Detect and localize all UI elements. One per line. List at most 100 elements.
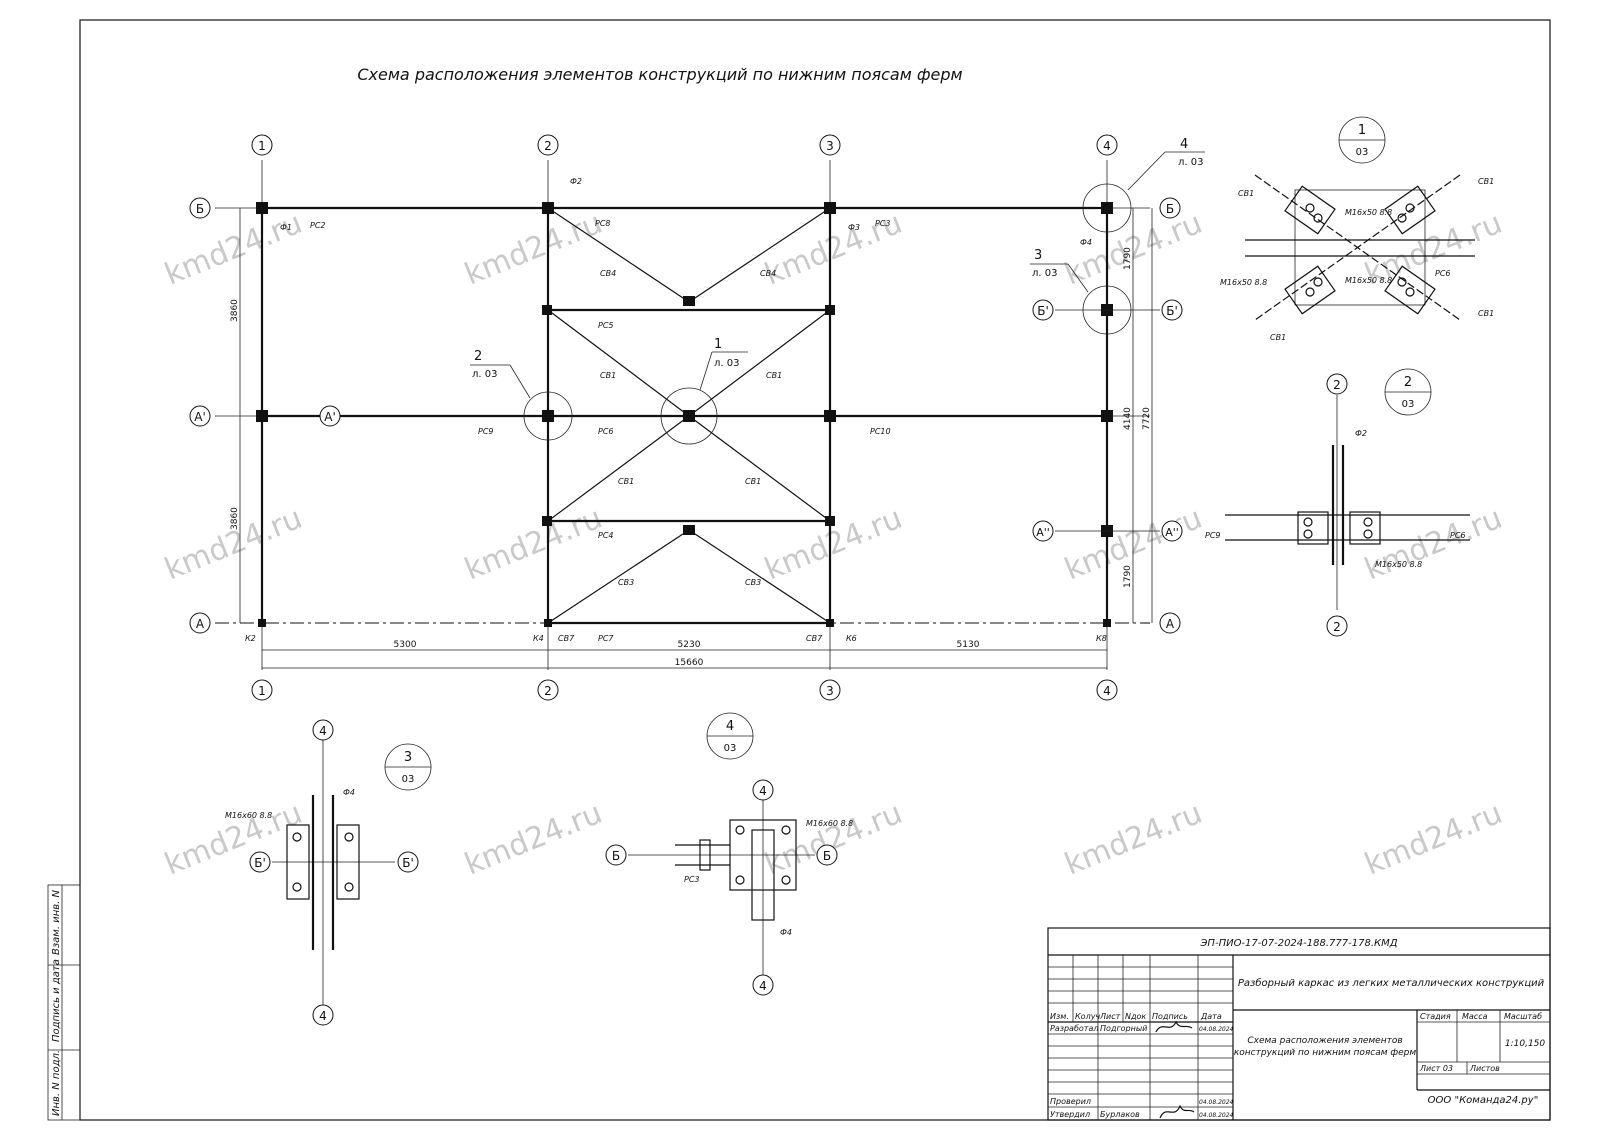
label-k4: К4 (533, 634, 544, 643)
detail-3-bolts: М16х60 8.8 (225, 811, 272, 820)
axis-label-col-2-bottom: 2 (544, 684, 552, 698)
callout-2-sheet: л. 03 (472, 369, 497, 380)
detail-3-axis-left (249, 851, 271, 873)
tb-col-data: Дата (1200, 1012, 1222, 1021)
brace-sv3-right (688, 529, 831, 624)
watermark: kmd24.ru (1060, 796, 1207, 883)
tb-role-check: Проверил (1050, 1097, 1091, 1106)
detail-4-f4: Ф4 (780, 928, 792, 937)
axis-bubble-row-A2-right (1161, 520, 1183, 542)
detail-2-axis-bottom-label: 2 (1333, 620, 1341, 634)
axis-label-row-A2-right: А'' (1165, 526, 1179, 539)
axis-label-col-2-top: 2 (544, 139, 552, 153)
tb-mass: Масса (1462, 1012, 1488, 1021)
dim-bay-2: 5230 (678, 640, 701, 650)
axis-bubble-col-4-top (1096, 134, 1118, 156)
label-k6: К6 (846, 634, 857, 643)
node (825, 305, 835, 315)
axis-bubble-row-A-left (189, 612, 211, 634)
detail-3-axis-bottom-label: 4 (319, 1009, 327, 1023)
axis-bubble-row-A-right (1159, 612, 1181, 634)
node (824, 202, 836, 214)
node (256, 410, 268, 422)
tb-role-dev: Разработал (1050, 1024, 1098, 1033)
tb-name-dev: Подгорный (1100, 1024, 1147, 1033)
watermark: kmd24.ru (1360, 796, 1507, 883)
label-f3: Ф3 (848, 223, 860, 232)
callout-circle-4 (1082, 183, 1132, 233)
axis-label-row-B-left: Б (196, 202, 204, 216)
detail-3-f4: Ф4 (343, 788, 355, 797)
label-sv1-br: СВ1 (745, 477, 761, 486)
node (683, 410, 695, 422)
axis-bubble-row-B1-left (1032, 299, 1054, 321)
axis-bubble-row-A2-left (1032, 520, 1054, 542)
label-rs9: РС9 (478, 427, 494, 436)
detail-3-axis-bottom (312, 1004, 334, 1026)
tb-sheets: Листов (1469, 1064, 1500, 1073)
detail-4-axis-left-label: Б (612, 849, 620, 863)
axis-label-col-1-top: 1 (258, 139, 266, 153)
brace-sv1-bl (547, 415, 690, 522)
detail-4-axis-top (752, 779, 774, 801)
node (542, 202, 554, 214)
node (824, 410, 836, 422)
node (542, 305, 552, 315)
tb-sheet-no: Лист 03 (1419, 1064, 1453, 1073)
label-rs6: РС6 (598, 427, 614, 436)
watermark: kmd24.ru (760, 796, 907, 883)
sheet-frame (79, 19, 1551, 1121)
axis-bubble-col-2-top (537, 134, 559, 156)
label-sv7-left: СВ7 (558, 634, 575, 643)
tb-date-dev: 04.08.2024 (1199, 1026, 1234, 1033)
watermark: kmd24.ru (160, 206, 307, 293)
label-sv1-tr: СВ1 (766, 371, 782, 380)
detail-4-axis-bottom-label: 4 (759, 979, 767, 993)
detail-2-num: 2 (1404, 375, 1412, 390)
tb-company: ООО "Команда24.ру" (1428, 1095, 1539, 1106)
brace-sv4-left (547, 207, 690, 303)
brace-sv1-br (688, 415, 831, 522)
axis-label-row-A-right: А (1166, 617, 1175, 631)
dim-bay-3: 5130 (957, 640, 980, 650)
tb-role-approve: Утвердил (1050, 1110, 1090, 1119)
label-f4: Ф4 (1080, 238, 1092, 247)
tb-date-approve: 04.08.2024 (1199, 1112, 1234, 1119)
watermark: kmd24.ru (460, 796, 607, 883)
detail-2-axis-top (1326, 373, 1348, 395)
detail-4-axis-left (605, 844, 627, 866)
tb-project: Разборный каркас из легких металлических… (1238, 977, 1545, 989)
detail-1: 1 03 М16х50 8.8 М16х50 8.8 М16х50 8.8 СВ… (1220, 116, 1494, 342)
label-rs7: РС7 (598, 634, 614, 643)
detail-4-axis-top-label: 4 (759, 784, 767, 798)
label-k2: К2 (245, 634, 256, 643)
drawing-title: Схема расположения элементов конструкций… (357, 65, 962, 84)
dim-left-2: 3860 (230, 507, 240, 530)
detail-3-num: 3 (404, 750, 412, 765)
label-rs10: РС10 (870, 427, 891, 436)
detail-4-num: 4 (726, 719, 734, 734)
side-stamp-replace: Взам. инв. N (51, 890, 62, 955)
axis-label-row-A2-left: А'' (1036, 526, 1050, 539)
brace-sv1-tl (547, 309, 690, 417)
dim-bay-1: 5300 (394, 640, 417, 650)
detail-2-bolts: М16х50 8.8 (1375, 560, 1422, 569)
node (1103, 619, 1111, 627)
axis-bubble-col-3-top (819, 134, 841, 156)
detail-1-sv1-tr: СВ1 (1478, 177, 1494, 186)
detail-2-f2: Ф2 (1355, 429, 1367, 438)
axis-bubble-col-3-bottom (819, 679, 841, 701)
label-rs5: РС5 (598, 321, 614, 330)
node (826, 619, 834, 627)
label-sv7-right: СВ7 (806, 634, 823, 643)
tb-sheet-title-1: Схема расположения элементов (1247, 1036, 1402, 1046)
detail-4-sheet: 03 (724, 743, 737, 754)
tb-stage: Стадия (1420, 1012, 1451, 1021)
watermark: kmd24.ru (460, 206, 607, 293)
brace-sv3-left (547, 529, 690, 624)
main-plan: 2 л. 03 1 л. 03 4 л. 03 3 л. 03 РС2 РС8 … (189, 134, 1205, 701)
axis-bubble-row-B-left (189, 197, 211, 219)
callout-2-num: 2 (474, 349, 482, 364)
axis-label-row-A1-inner: А' (324, 410, 336, 424)
